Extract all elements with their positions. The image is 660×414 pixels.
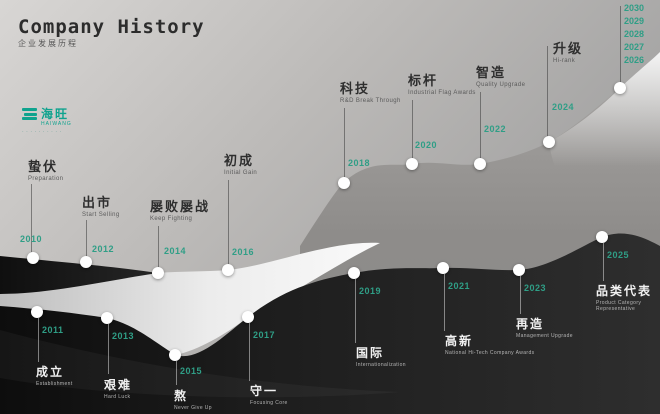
milestone-2018-year: 2018	[348, 158, 371, 168]
milestone-2025-line	[603, 243, 604, 281]
future-dot	[614, 82, 626, 94]
milestone-2017-line	[249, 323, 250, 381]
milestone-2018-line	[344, 108, 345, 177]
milestone-2019-year: 2019	[359, 286, 382, 296]
logo-text-en: HAIWANG	[41, 121, 72, 127]
milestone-2023-year: 2023	[524, 283, 547, 293]
milestone-2025-year: 2025	[607, 250, 630, 260]
milestone-2013-line	[108, 324, 109, 374]
future-year-2029: 2029	[624, 16, 645, 26]
milestone-2011-dot	[31, 306, 43, 318]
milestone-2015-year: 2015	[180, 366, 203, 376]
milestone-2013-dot	[101, 312, 113, 324]
logo-tagline: ··········	[22, 129, 64, 135]
milestone-2024-line	[547, 46, 548, 136]
future-year-2026: 2026	[624, 55, 645, 65]
milestone-2022-dot	[474, 158, 486, 170]
milestone-2022-year: 2022	[484, 124, 507, 134]
milestone-2015-line	[176, 361, 177, 385]
logo-text-zh: 海旺	[41, 107, 70, 121]
milestone-2019-dot	[348, 267, 360, 279]
milestone-2024-dot	[543, 136, 555, 148]
milestone-2025-dot	[596, 231, 608, 243]
page-subtitle: 企业发展历程	[18, 39, 78, 48]
milestone-2019-line	[355, 279, 356, 343]
milestone-2021-line	[444, 274, 445, 331]
milestone-2012-year: 2012	[92, 244, 115, 254]
milestone-2020-line	[412, 100, 413, 158]
milestone-2025-label: 品类代表 Product Category Representative	[596, 284, 653, 312]
milestone-2015-label: 熬 Never Give Up	[174, 389, 212, 411]
milestone-2023-label: 再造 Management Upgrade	[516, 317, 573, 339]
milestone-2018-label: 科技 R&D Break Through	[340, 81, 401, 104]
milestone-2023-dot	[513, 264, 525, 276]
milestone-2024-year: 2024	[552, 102, 575, 112]
future-year-2028: 2028	[624, 29, 645, 39]
milestone-2020-dot	[406, 158, 418, 170]
milestone-2014-line	[158, 226, 159, 267]
milestone-2011-line	[38, 318, 39, 362]
milestone-2016-dot	[222, 264, 234, 276]
milestone-2022-line	[480, 92, 481, 158]
milestone-2016-year: 2016	[232, 247, 255, 257]
milestone-2013-year: 2013	[112, 331, 135, 341]
future-year-2027: 2027	[624, 42, 645, 52]
milestone-2010-dot	[27, 252, 39, 264]
milestone-2019-label: 国际 Internationalization	[356, 346, 406, 368]
milestone-2023-line	[520, 276, 521, 314]
milestone-2018-dot	[338, 177, 350, 189]
milestone-2021-year: 2021	[448, 281, 471, 291]
milestone-2017-label: 守一 Focusing Core	[250, 384, 288, 406]
milestone-2021-dot	[437, 262, 449, 274]
milestone-2011-year: 2011	[42, 325, 64, 335]
milestone-2017-year: 2017	[253, 330, 276, 340]
milestone-2022-label: 智造 Quality Upgrade	[476, 65, 526, 88]
milestone-2012-dot	[80, 256, 92, 268]
future-line	[620, 6, 621, 82]
page-title: Company History	[18, 16, 205, 38]
milestone-2010-line	[31, 184, 32, 252]
milestone-2013-label: 艰难 Hard Luck	[104, 378, 133, 400]
milestone-2012-label: 出市 Start Selling	[82, 195, 120, 218]
milestone-2021-label: 高新 National Hi-Tech Company Awards	[445, 334, 535, 356]
milestone-2020-label: 标杆 Industrial Flag Awards	[408, 73, 476, 96]
milestone-2012-line	[86, 220, 87, 256]
milestone-2011-label: 成立 Establishment	[36, 365, 73, 387]
company-logo: 海旺 HAIWANG ··········	[22, 108, 72, 135]
logo-layers-icon	[22, 108, 37, 122]
milestone-2017-dot	[242, 311, 254, 323]
milestone-2014-label: 屡败屡战 Keep Fighting	[150, 199, 211, 222]
milestone-2014-year: 2014	[164, 246, 187, 256]
milestone-2016-line	[228, 180, 229, 264]
future-year-2030: 2030	[624, 3, 645, 13]
milestone-2010-year: 2010	[20, 234, 43, 244]
milestone-2015-dot	[169, 349, 181, 361]
milestone-2010-label: 蛰伏 Preparation	[28, 159, 64, 182]
milestone-2014-dot	[152, 267, 164, 279]
milestone-2024-label: 升级 Hi-rank	[553, 41, 584, 64]
milestone-2016-label: 初成 Initial Gain	[224, 153, 258, 176]
milestone-2020-year: 2020	[415, 140, 438, 150]
